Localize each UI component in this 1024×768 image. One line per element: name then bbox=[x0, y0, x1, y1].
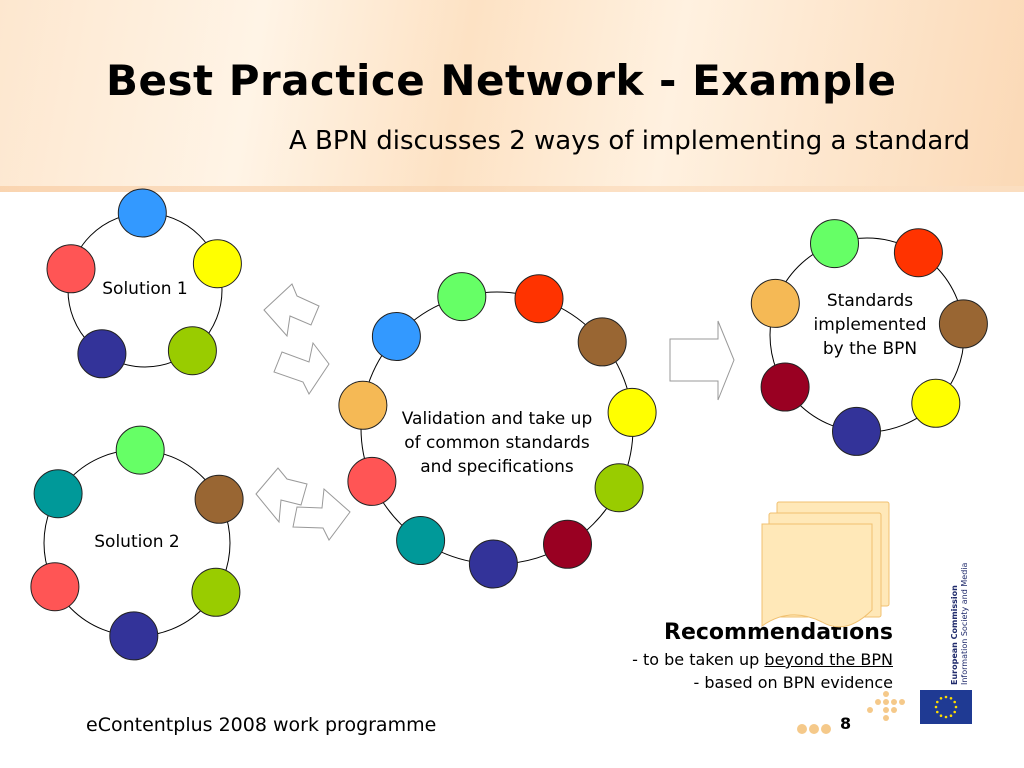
eu-flag-icon bbox=[920, 690, 972, 724]
standards-node-1 bbox=[893, 228, 943, 278]
eu-star-11 bbox=[949, 697, 953, 700]
solution1-node-5 bbox=[46, 244, 96, 294]
recommendations-line-1: - to be taken up beyond the BPN bbox=[632, 648, 893, 671]
eu-star-8 bbox=[936, 700, 939, 704]
center-node-4 bbox=[594, 463, 644, 513]
footer-text: eContentplus 2008 work programme bbox=[86, 714, 437, 736]
eu-star-12 bbox=[953, 700, 956, 704]
standards-node-5 bbox=[760, 362, 810, 412]
center-label-line-2: of common standards bbox=[404, 433, 590, 453]
center-node-6 bbox=[468, 539, 518, 589]
standards-label-line-1: Standards bbox=[826, 291, 914, 311]
center-node-8 bbox=[347, 456, 397, 506]
standards-node-3 bbox=[911, 378, 961, 428]
standards-node-7 bbox=[810, 219, 859, 269]
recommendations-title: Recommendations bbox=[664, 620, 893, 645]
slide-subtitle: A BPN discusses 2 ways of implementing a… bbox=[288, 126, 970, 156]
center-nodes bbox=[338, 272, 657, 589]
solution1-node-3 bbox=[167, 326, 217, 376]
standards-label: Standards implemented by the BPN bbox=[795, 289, 945, 361]
dot-decoration bbox=[867, 691, 905, 721]
standards-label-line-2: implemented bbox=[813, 315, 927, 335]
center-node-10 bbox=[371, 312, 421, 361]
eu-flag-stars bbox=[934, 695, 958, 719]
solution1-node-4 bbox=[77, 329, 127, 379]
center-node-7 bbox=[396, 516, 446, 565]
center-node-11 bbox=[437, 272, 487, 322]
slide-title: Best Practice Network - Example bbox=[106, 56, 897, 105]
eu-star-9 bbox=[939, 697, 943, 700]
center-node-3 bbox=[607, 387, 657, 437]
standards-label-line-3: by the BPN bbox=[822, 339, 918, 359]
center-node-2 bbox=[577, 317, 627, 367]
center-node-9 bbox=[338, 380, 388, 430]
solution1-node-1 bbox=[117, 188, 167, 238]
arrow-left-bottom bbox=[255, 467, 308, 524]
eu-star-2 bbox=[953, 710, 956, 714]
eu-star-5 bbox=[939, 714, 943, 717]
page-dots-icon bbox=[797, 719, 833, 738]
solution2-node-2 bbox=[194, 474, 244, 524]
standards-node-2 bbox=[938, 299, 988, 349]
page-number: 8 bbox=[840, 714, 852, 733]
documents-stack bbox=[761, 501, 890, 628]
document-front bbox=[761, 523, 873, 628]
eu-star-6 bbox=[936, 710, 939, 714]
solution1-nodes bbox=[46, 188, 242, 379]
solution2-node-5 bbox=[30, 562, 80, 612]
arrow-left-top bbox=[263, 283, 320, 338]
solution2-nodes bbox=[30, 425, 244, 661]
recommendations: Recommendations - to be taken up beyond … bbox=[632, 618, 893, 694]
eu-star-4 bbox=[944, 715, 948, 719]
eu-star-10 bbox=[944, 695, 948, 699]
center-label-line-1: Validation and take up bbox=[401, 409, 593, 429]
arrows bbox=[255, 283, 735, 541]
eu-star-7 bbox=[934, 705, 938, 709]
solution1-label: Solution 1 bbox=[102, 279, 188, 299]
arrow-right-big bbox=[669, 320, 735, 401]
standards-node-4 bbox=[832, 406, 881, 456]
center-label: Validation and take up of common standar… bbox=[372, 407, 622, 479]
recommendations-line-2: - based on BPN evidence bbox=[693, 673, 893, 692]
solution2-node-6 bbox=[33, 469, 83, 519]
center-label-line-3: and specifications bbox=[420, 457, 574, 477]
eu-star-3 bbox=[949, 714, 953, 717]
arrow-right-bottom bbox=[292, 487, 351, 541]
recommendations-line-1-prefix: - to be taken up bbox=[632, 650, 765, 669]
beyond-bpn-link[interactable]: beyond the BPN bbox=[764, 650, 893, 669]
center-node-5 bbox=[543, 519, 592, 569]
standards-node-6 bbox=[750, 278, 800, 328]
header-band bbox=[0, 0, 1024, 192]
solution2-node-1 bbox=[115, 425, 165, 475]
center-node-1 bbox=[514, 274, 564, 324]
standards-nodes bbox=[750, 219, 988, 456]
solution2-node-3 bbox=[191, 567, 241, 617]
eu-star-1 bbox=[954, 705, 958, 709]
solution2-node-4 bbox=[109, 611, 159, 661]
arrow-right-top bbox=[273, 341, 330, 395]
solution2-label: Solution 2 bbox=[94, 532, 180, 552]
solution1-node-2 bbox=[192, 239, 242, 289]
